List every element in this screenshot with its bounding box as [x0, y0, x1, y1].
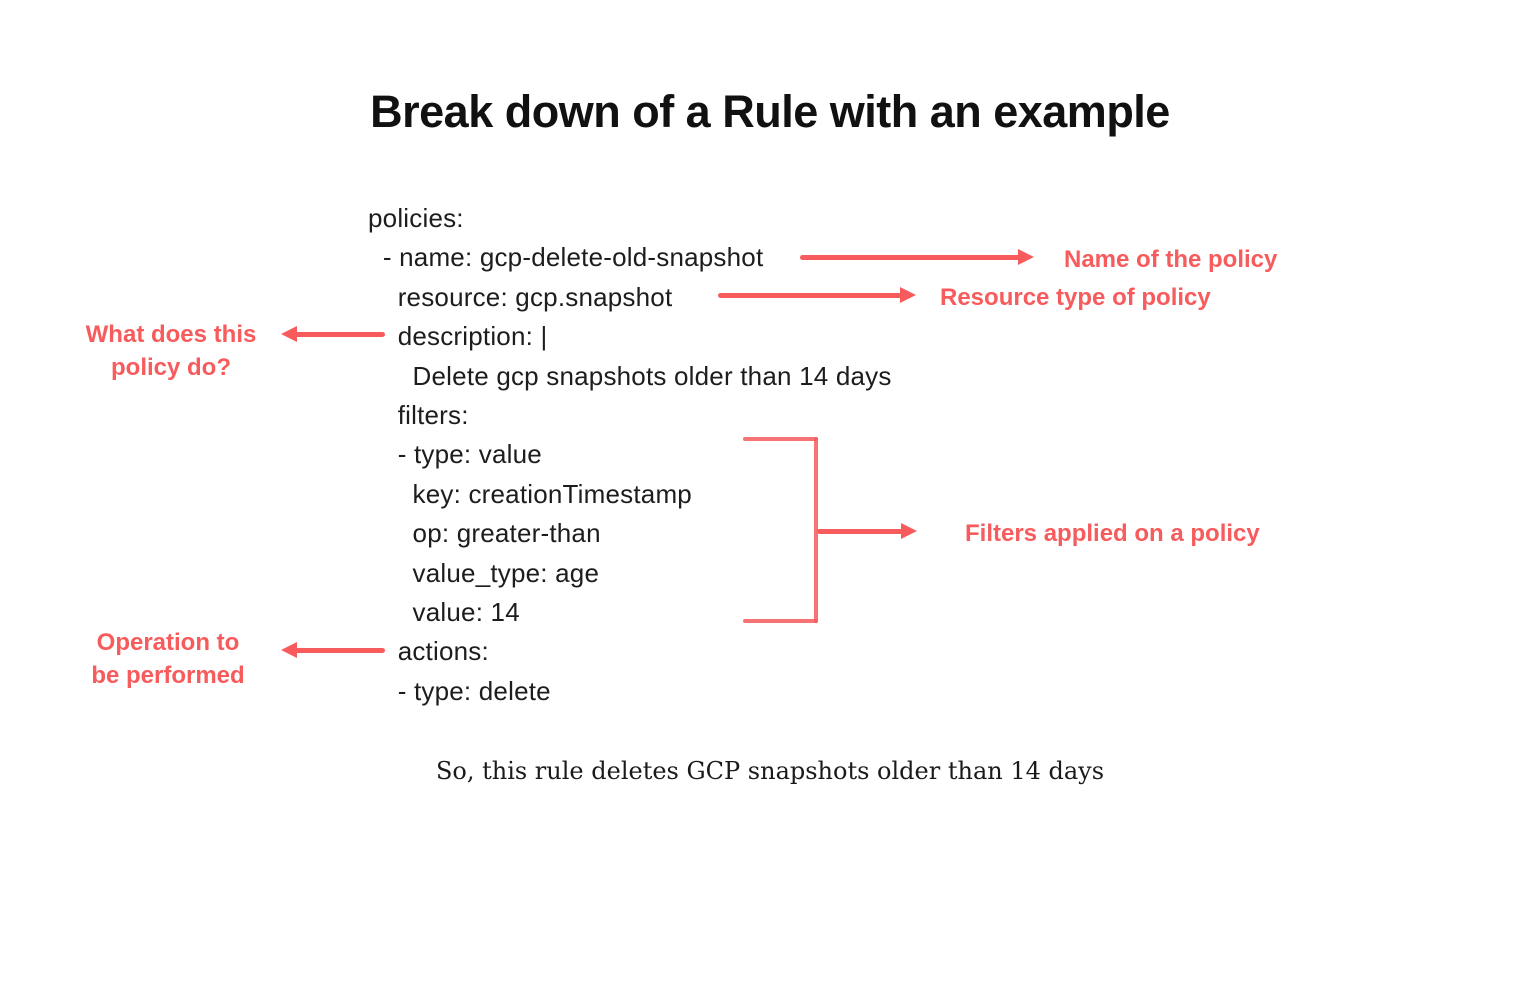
yaml-line-actions: actions:: [368, 636, 489, 667]
arrow-right-icon: [817, 523, 917, 539]
yaml-line-value-type: value_type: age: [368, 557, 600, 588]
yaml-code-block: policies: - name: gcp-delete-old-snapsho…: [368, 199, 892, 711]
yaml-line-action-type: - type: delete: [368, 675, 551, 706]
annotation-what-does-policy-do: What does this policy do?: [85, 321, 257, 381]
yaml-line-filter-op: op: greater-than: [368, 518, 601, 549]
filters-bracket-top: [743, 437, 818, 441]
annotation-name-of-policy: Name of the policy: [1064, 246, 1278, 273]
yaml-line-description: description: |: [368, 321, 548, 352]
yaml-line-resource: resource: gcp.snapshot: [368, 281, 673, 312]
page-title: Break down of a Rule with an example: [370, 86, 1170, 137]
summary-text: So, this rule deletes GCP snapshots olde…: [435, 757, 1105, 785]
arrow-right-icon: [800, 249, 1034, 265]
annotation-resource-type: Resource type of policy: [940, 284, 1211, 311]
yaml-line-desc-text: Delete gcp snapshots older than 14 days: [368, 360, 892, 391]
arrow-left-icon: [281, 326, 385, 342]
yaml-line-name: - name: gcp-delete-old-snapshot: [368, 242, 764, 273]
filters-bracket-vertical: [814, 437, 818, 623]
filters-bracket-bottom: [743, 619, 818, 623]
yaml-line-filters: filters:: [368, 400, 469, 431]
yaml-line-value: value: 14: [368, 597, 520, 628]
annotation-operation-performed: Operation to be performed: [91, 629, 245, 689]
arrow-right-icon: [718, 287, 916, 303]
annotation-filters-applied: Filters applied on a policy: [965, 520, 1260, 547]
yaml-line-policies: policies:: [368, 203, 464, 233]
yaml-line-filter-key: key: creationTimestamp: [368, 478, 692, 509]
arrow-left-icon: [281, 642, 385, 658]
yaml-line-filter-type: - type: value: [368, 439, 542, 470]
